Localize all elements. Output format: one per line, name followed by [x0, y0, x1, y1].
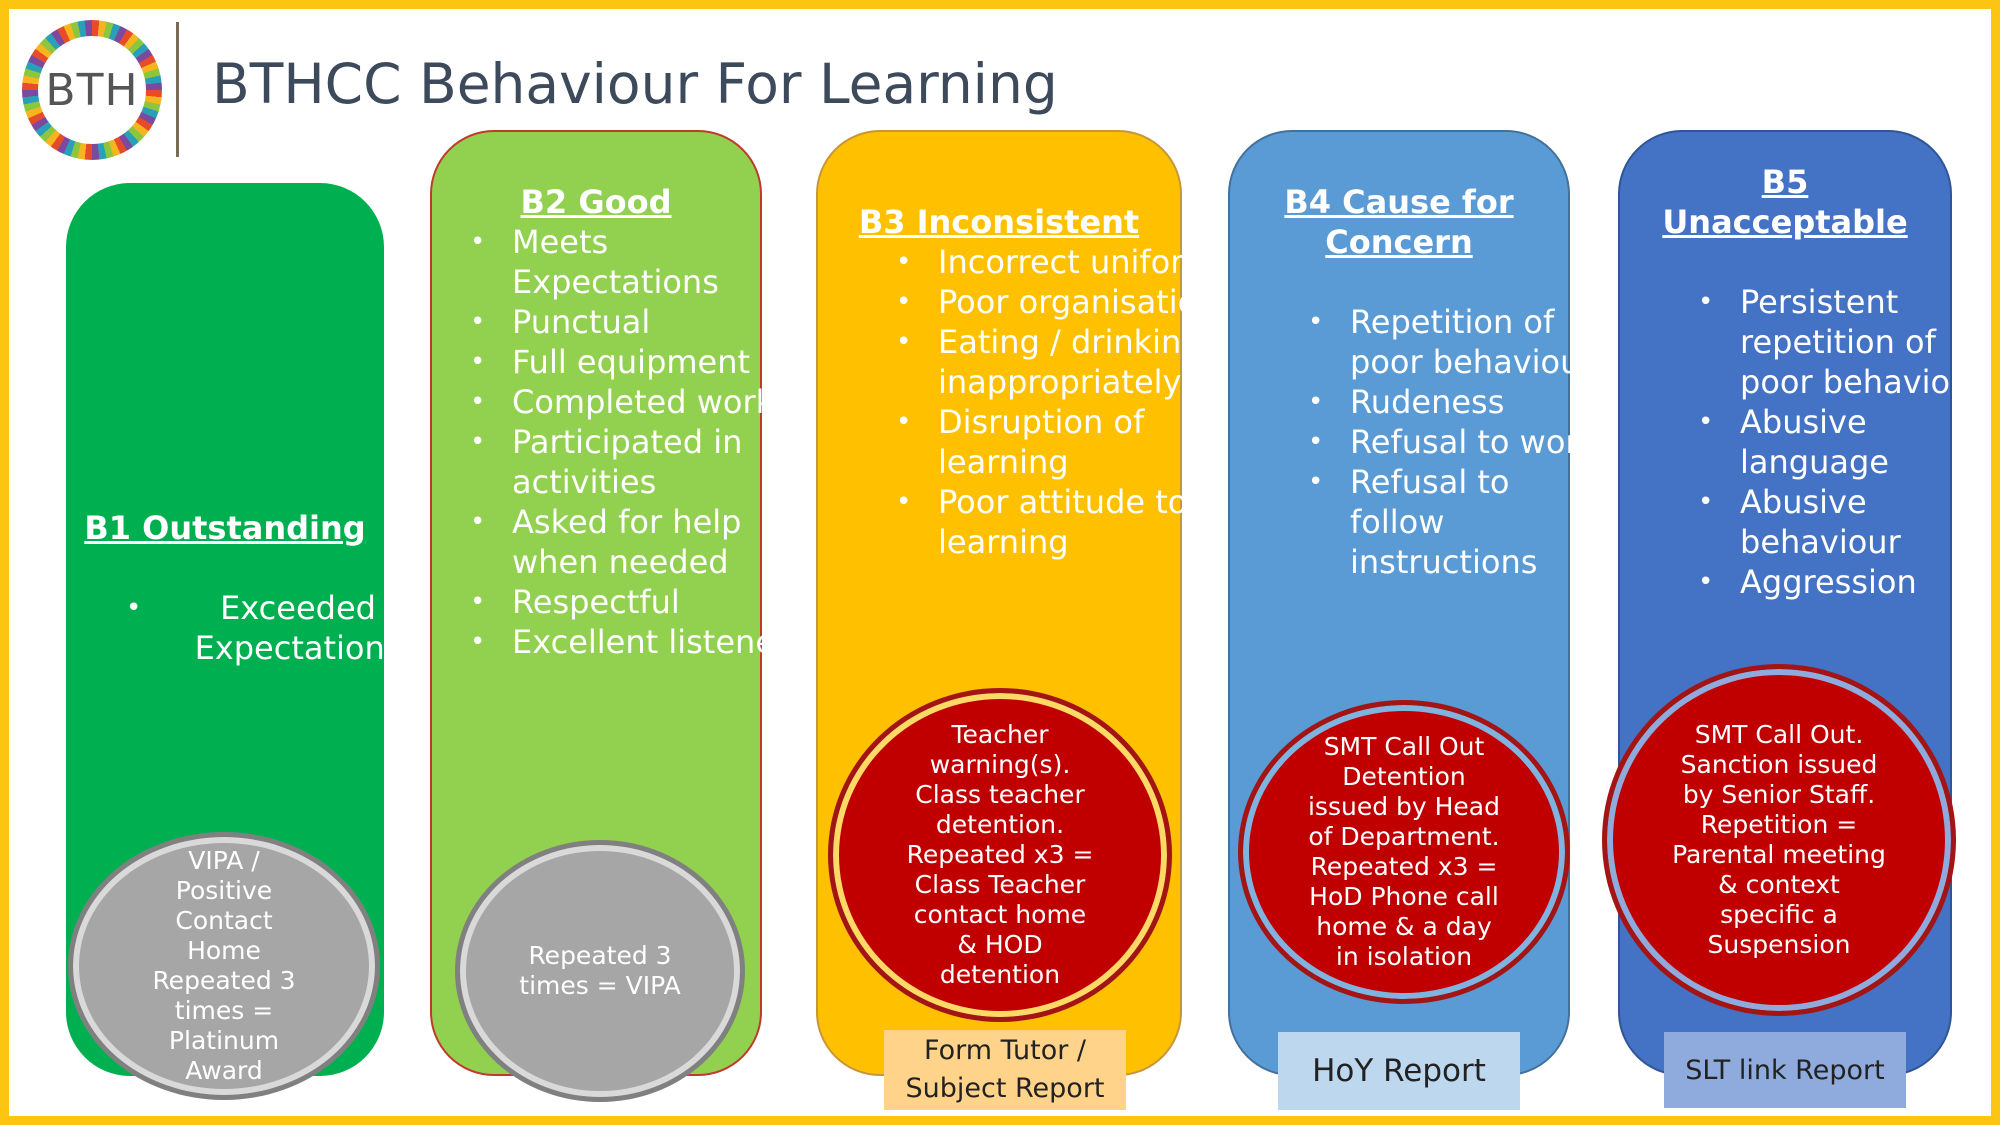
column-title: B2 Good	[520, 183, 672, 221]
list-item: Excellent listener	[470, 622, 792, 662]
list-item: Poor attitude to learning	[896, 482, 1220, 562]
report-text: Form Tutor / Subject Report	[905, 1035, 1105, 1104]
list-item: Full equipment	[470, 342, 792, 382]
list-item: Meets Expectations	[470, 222, 792, 302]
column-items: Repetition of poor behaviour Rudeness Re…	[1308, 302, 1604, 582]
list-item: Participated in activities	[470, 422, 792, 502]
list-item: Aggression	[1698, 562, 1990, 602]
list-item: Rudeness	[1308, 382, 1604, 422]
list-item: Exceeded Expectations	[126, 588, 428, 668]
list-item: Abusive language	[1698, 402, 1990, 482]
list-item: Abusive behaviour	[1698, 482, 1990, 562]
report-label-b4: HoY Report	[1278, 1032, 1520, 1110]
list-item: Refusal to follow instructions	[1308, 462, 1604, 582]
outcome-text: VIPA / Positive Contact Home Repeated 3 …	[152, 846, 296, 1085]
column-items: Exceeded Expectations	[126, 588, 428, 668]
list-item: Incorrect uniform	[896, 242, 1220, 282]
list-item: Respectful	[470, 582, 792, 622]
list-item: Completed work	[470, 382, 792, 422]
column-title: B3 Inconsistent	[858, 203, 1140, 241]
list-item: Disruption of learning	[896, 402, 1220, 482]
report-text: SLT link Report	[1685, 1054, 1885, 1086]
column-title-line2: Unacceptable	[1662, 203, 1908, 241]
column-title-line2: Concern	[1325, 223, 1473, 261]
list-item: Punctual	[470, 302, 792, 342]
report-label-b5: SLT link Report	[1664, 1032, 1906, 1108]
list-item: Poor organisation	[896, 282, 1220, 322]
column-items: Meets Expectations Punctual Full equipme…	[470, 222, 792, 662]
report-label-b3: Form Tutor / Subject Report	[884, 1030, 1126, 1110]
list-item: Eating / drinking inappropriately	[896, 322, 1220, 402]
report-text: HoY Report	[1312, 1053, 1486, 1089]
outcome-text: SMT Call Out. Sanction issued by Senior …	[1672, 720, 1886, 959]
column-title: B1 Outstanding	[84, 509, 366, 547]
page-title: BTHCC Behaviour For Learning	[212, 52, 1058, 116]
outcome-circle-b5: SMT Call Out. Sanction issued by Senior …	[1602, 664, 1956, 1016]
outcome-text: SMT Call Out Detention issued by Head of…	[1307, 732, 1501, 971]
school-logo: BTH	[22, 20, 162, 160]
outcome-circle-b1: VIPA / Positive Contact Home Repeated 3 …	[68, 832, 380, 1100]
logo-text: BTH	[38, 36, 146, 144]
column-title-line1: B4 Cause for	[1284, 183, 1514, 221]
column-title-line1: B5	[1761, 163, 1809, 201]
list-item: Repetition of poor behaviour	[1308, 302, 1604, 382]
list-item: Asked for help when needed	[470, 502, 792, 582]
outcome-circle-b4: SMT Call Out Detention issued by Head of…	[1238, 700, 1570, 1004]
list-item: Persistent repetition of poor behaviour	[1698, 282, 1990, 402]
column-items: Persistent repetition of poor behaviour …	[1698, 282, 1990, 602]
column-items: Incorrect uniform Poor organisation Eati…	[896, 242, 1220, 562]
outcome-text: Teacher warning(s). Class teacher detent…	[906, 720, 1094, 989]
list-item: Refusal to work	[1308, 422, 1604, 462]
outcome-text: Repeated 3 times = VIPA	[519, 941, 681, 1000]
outcome-circle-b2: Repeated 3 times = VIPA	[455, 840, 745, 1102]
outcome-circle-b3: Teacher warning(s). Class teacher detent…	[828, 688, 1172, 1022]
title-divider	[176, 22, 179, 157]
